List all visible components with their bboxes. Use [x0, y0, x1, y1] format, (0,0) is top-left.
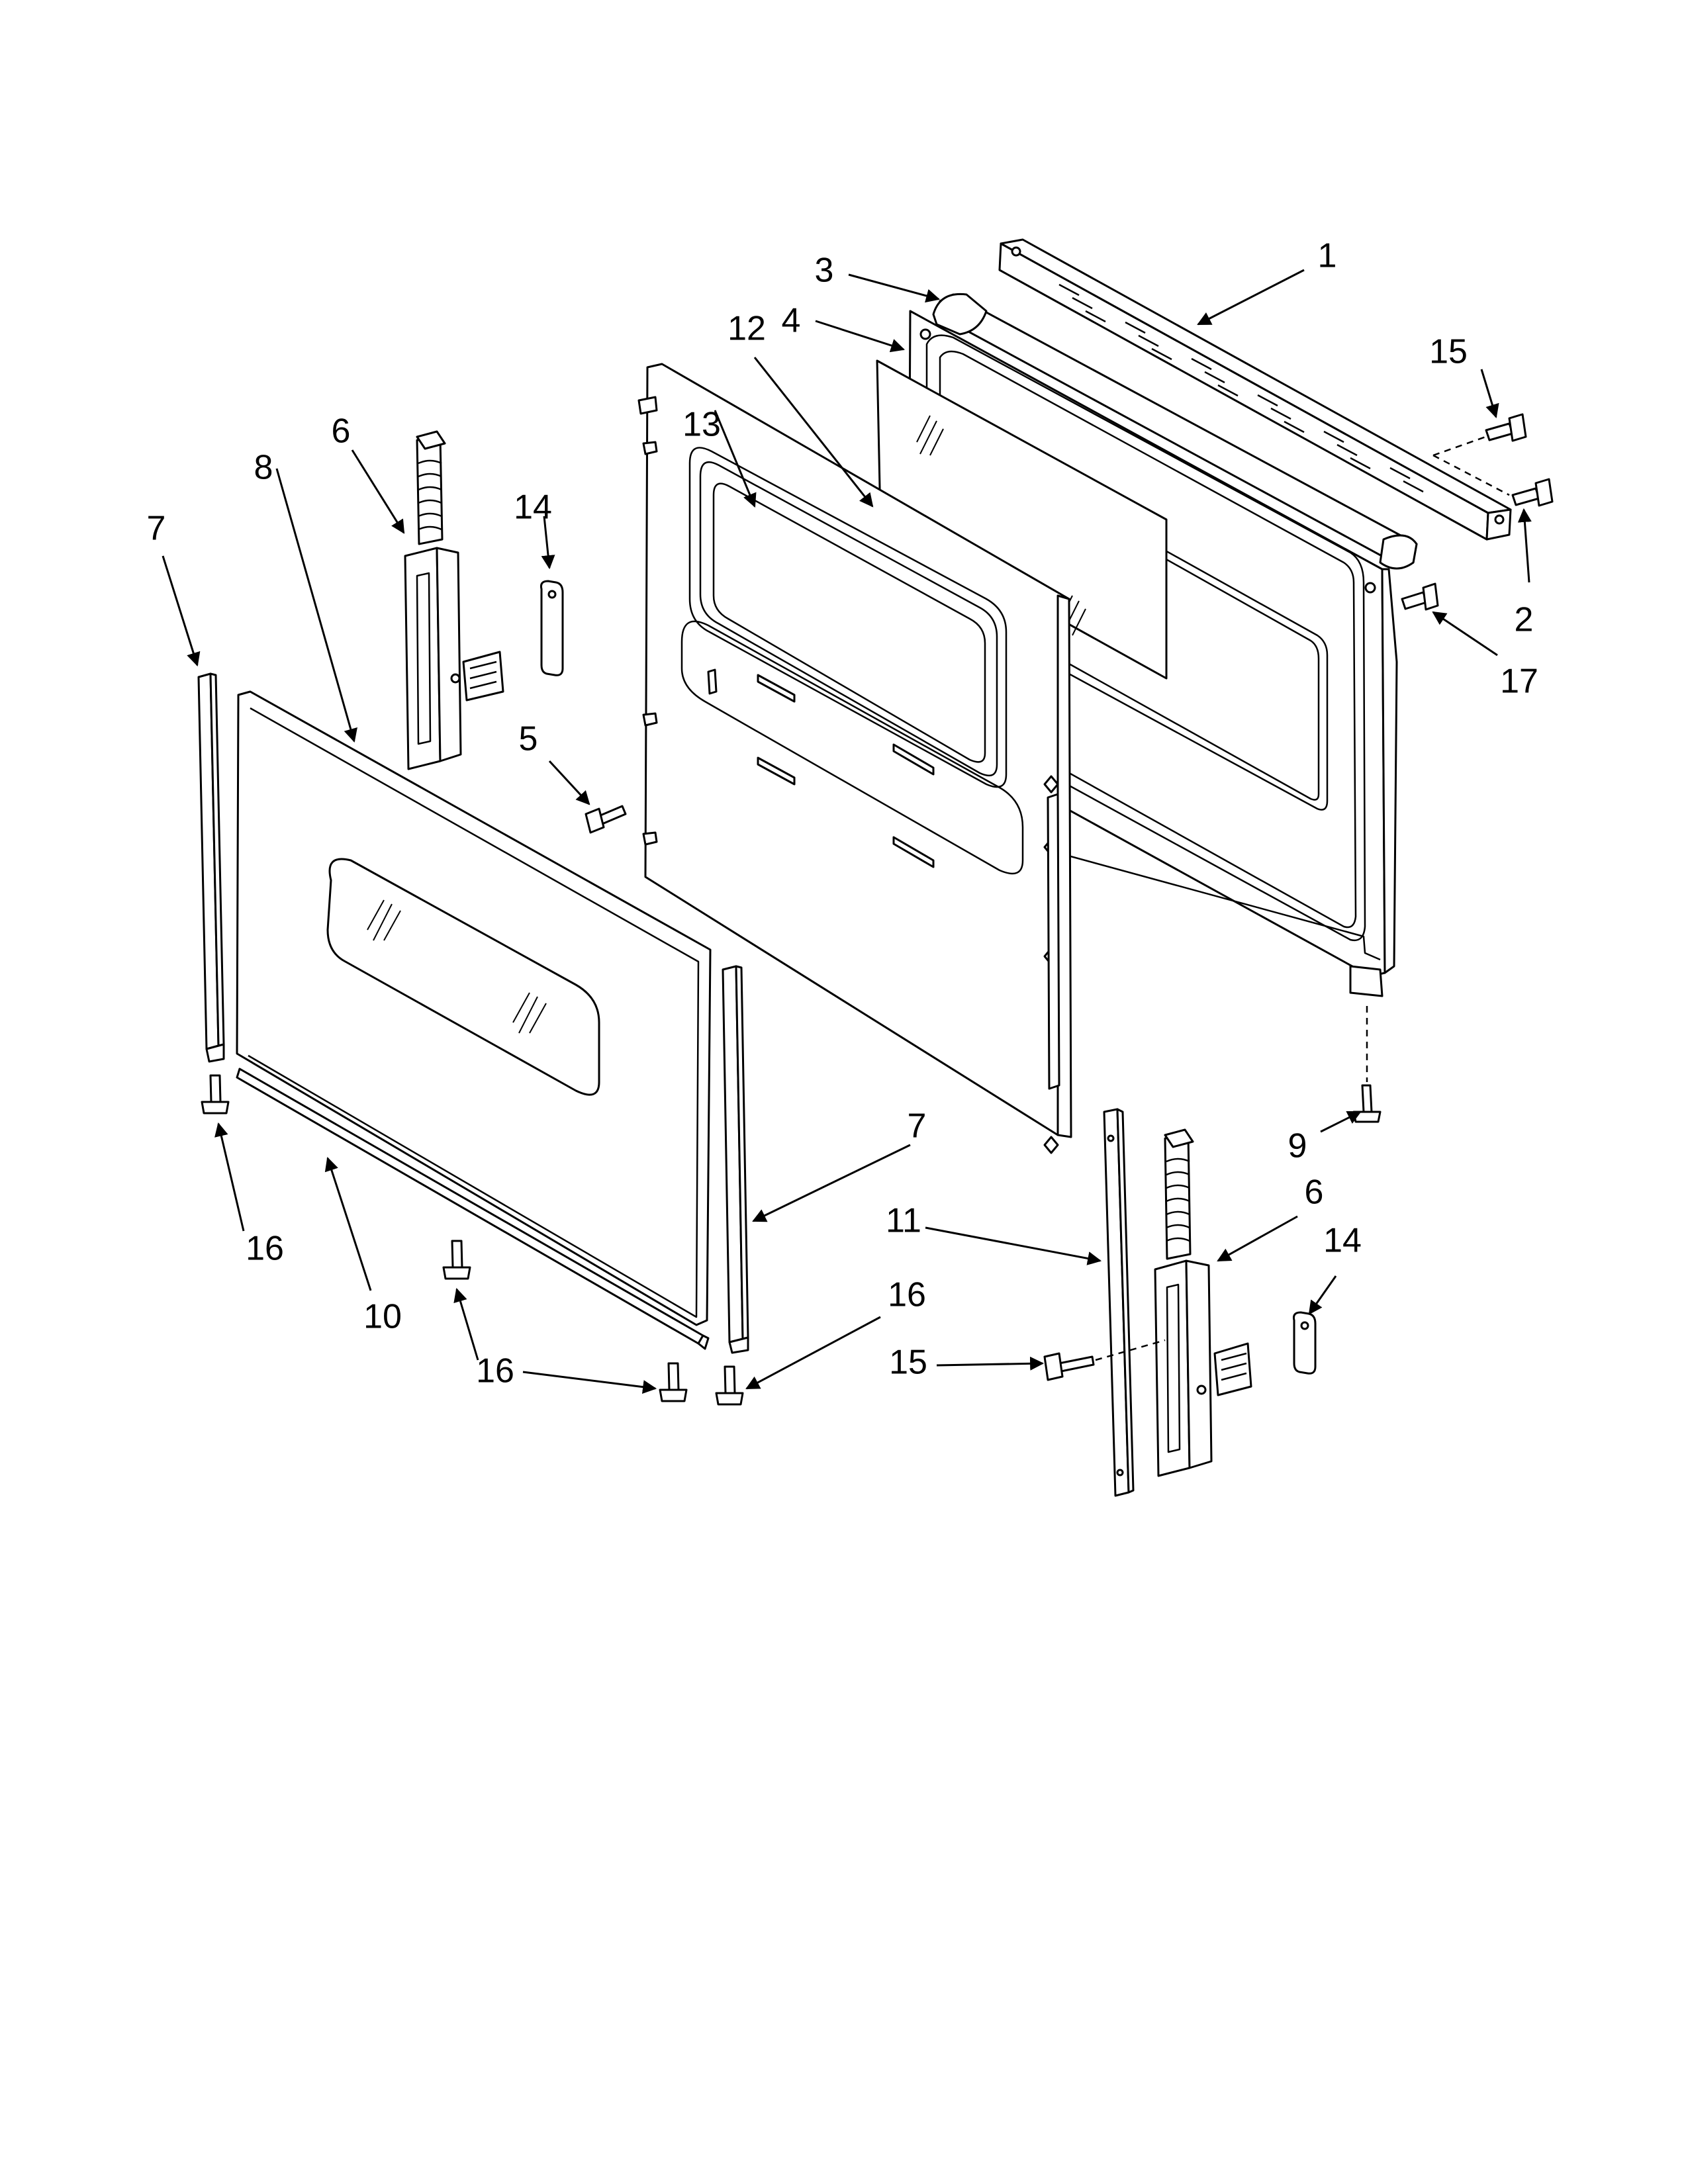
- part-15-screw-lower: [1043, 1352, 1095, 1381]
- callout-10: 10: [363, 1298, 402, 1336]
- part-3-handle: [932, 293, 1418, 570]
- callout-16-middle: 16: [476, 1352, 514, 1390]
- callout-14-upper: 14: [514, 488, 552, 527]
- part-6-lower-hinge: [1154, 1128, 1252, 1477]
- callout-2: 2: [1515, 601, 1534, 639]
- leader-lines: [162, 269, 1532, 1394]
- part-11-hinge-channel: [1103, 1108, 1135, 1497]
- part-7-right-side-trim: [722, 965, 749, 1354]
- alignment-line-upper: [1432, 434, 1510, 496]
- part-9-screw: [1352, 1084, 1382, 1123]
- callout-6-lower: 6: [1305, 1173, 1324, 1212]
- part-7-left-side-trim: [197, 672, 225, 1063]
- part-10-bottom-trim: [236, 1068, 710, 1350]
- callout-16-right: 16: [888, 1276, 926, 1314]
- callout-15-upper: 15: [1429, 333, 1468, 371]
- callout-14-lower: 14: [1323, 1222, 1362, 1260]
- callout-3: 3: [815, 251, 834, 290]
- callout-17: 17: [1500, 662, 1538, 701]
- callout-labels: 1 2 3 4 5 6 6 7 7 8 9 10 11 12 13 14 14 …: [147, 237, 1538, 1390]
- part-15-screw-upper: [1485, 413, 1527, 442]
- part-2-screw: [1511, 478, 1554, 507]
- callout-16-left: 16: [246, 1230, 284, 1268]
- part-8-front-glass-door: [236, 690, 712, 1326]
- part-17-screw: [1401, 582, 1439, 611]
- alignment-line-lower-hinge: [1095, 1339, 1166, 1361]
- callout-4: 4: [782, 302, 801, 340]
- callout-7-right: 7: [908, 1107, 927, 1146]
- callout-11: 11: [886, 1202, 921, 1240]
- part-14-hinge-lock-upper: [540, 580, 564, 676]
- callout-9: 9: [1288, 1127, 1307, 1165]
- callout-15-lower: 15: [889, 1343, 927, 1382]
- part-16-screw-right: [715, 1365, 744, 1406]
- part-14-hinge-lock-lower: [1293, 1311, 1317, 1375]
- part-16-screw-middle: [442, 1240, 471, 1280]
- callout-12: 12: [727, 310, 766, 348]
- callout-8: 8: [254, 449, 273, 487]
- part-16-screw-left: [201, 1074, 230, 1115]
- part-1-vent-trim: [998, 238, 1512, 541]
- part-6-upper-hinge: [404, 430, 504, 770]
- part-13-inner-door-liner: [637, 363, 1072, 1154]
- callout-5: 5: [519, 720, 538, 758]
- callout-13: 13: [682, 406, 721, 444]
- callout-6-upper: 6: [332, 412, 351, 451]
- part-5-screw: [585, 805, 627, 834]
- callout-7-left: 7: [147, 510, 166, 548]
- callout-1: 1: [1318, 237, 1337, 275]
- part-16-screw-bottom: [659, 1362, 688, 1402]
